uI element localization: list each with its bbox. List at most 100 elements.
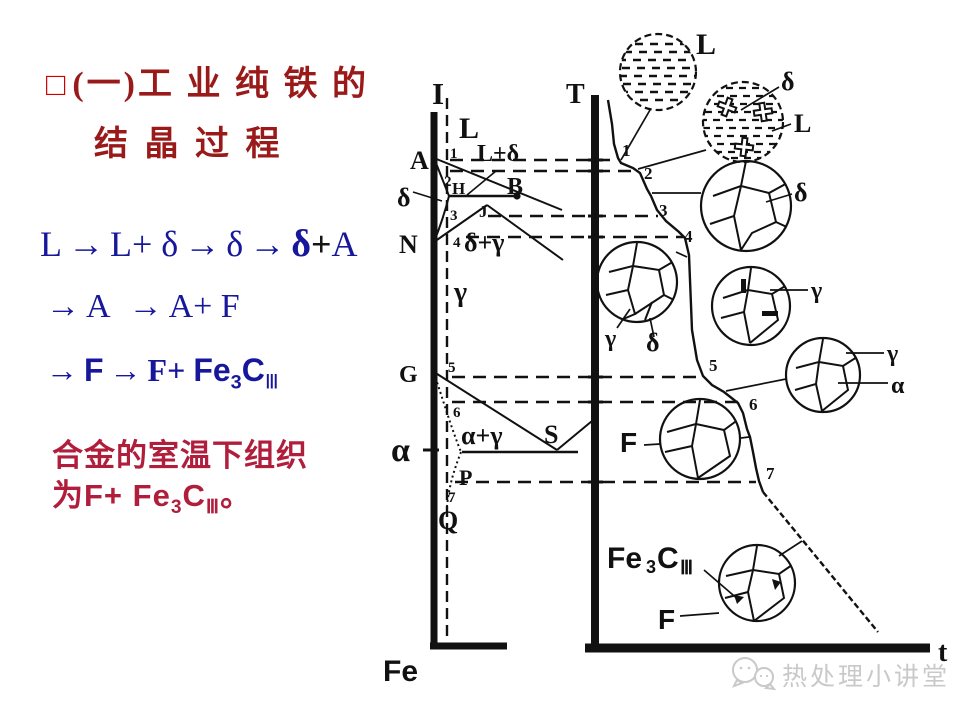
grain-lines-c4 [605,242,677,321]
micro-label-gamma5: γ [810,278,822,304]
pd-num-5: 5 [448,360,456,376]
micro-label-delta3: δ [794,178,808,207]
micro-label-L2: L [794,109,811,138]
seq3-F: F [84,352,104,388]
seq3-sub3: 3 [230,371,242,394]
micro-pointer-lines [616,86,888,617]
curve-num-1: 1 [622,141,631,160]
seq1-plus: + [310,224,332,264]
pointer-c8-F [679,612,720,617]
curve-num-7: 7 [766,464,775,483]
pointer-c1 [620,109,651,161]
micro-label-F8: F [658,604,675,635]
pd-num-1: 1 [450,146,458,162]
pd-num-4: 4 [453,235,461,251]
watermark: 热处理小讲堂 [731,657,950,691]
curve-num-5: 5 [709,356,718,375]
pd-num-2: 2 [444,174,452,190]
phase-boundaries [412,157,593,507]
micro-circle-F [658,397,742,481]
watermark-text: 热处理小讲堂 [782,663,950,691]
grain-lines-c8 [724,545,793,621]
fe3c-Fe: Fe [607,542,642,575]
pd-num-7: 7 [448,490,456,506]
title-text-2: 结 晶 过 程 [94,126,284,163]
seq3-C: C [241,352,265,388]
fe3c-particle [734,595,744,604]
micro-label-delta2: δ [781,67,795,96]
grain-lines-c7 [664,399,740,479]
curve-num-3: 3 [659,201,668,220]
seq2-AF: A+ F [168,288,240,325]
transformation-sequence-line2: →A→A+ F [40,288,240,326]
pointer-c8-curve [778,540,803,557]
alloy-I-label: I [432,76,444,111]
micro-circle-F-Fe3C [717,543,797,623]
slide-title-line2: 结 晶 过 程 [94,116,284,165]
arrow-icon: → [46,288,80,325]
point-P-label: P [459,465,472,490]
curve-num-2: 2 [644,164,653,183]
fe3c-III-label: Fe 3 C Ⅲ [607,542,693,579]
arrow-icon: → [128,288,163,325]
seq1-Ldelta: L+ δ [110,224,179,264]
pointer-c4-delta [649,317,655,338]
point-J-label: J [479,202,488,221]
micro-label-gamma4: γ [604,326,616,352]
point-N-label: N [399,230,418,259]
point-B-label: B [507,174,523,200]
phase-diagram-labels: I L A L+δ B H J δ N δ+γ γ G α+γ S α P Q … [383,76,558,688]
fe3c-C: C [657,542,679,575]
transformation-sequence-line1: L→L+ δ→δ→δ+A [40,222,357,266]
L-delta-pointer-line [466,170,497,196]
SE-line [556,420,593,451]
region-L-label: L [459,112,479,145]
micro-label-gamma6: γ [886,341,898,367]
curve-point-numbers: 1 2 3 4 5 6 7 [622,141,775,483]
arrow-icon: → [184,224,221,264]
delta-dendrite-crosses [716,96,774,158]
point-Q-label: Q [438,506,458,535]
fe3c-subIII: Ⅲ [680,558,693,579]
region-L-delta-label: L+δ [477,141,519,167]
cooling-curve-axes [585,95,930,653]
micro-label-F7: F [620,427,637,458]
T-axis-ticks [588,158,603,484]
seq2-A: A [86,288,111,325]
conclusion-line1: 合金的室温下组织 [52,430,308,475]
seq1-L: L [40,224,62,264]
region-alpha-label: α [391,432,410,469]
curve-num-4: 4 [684,227,693,246]
point-G-label: G [399,362,418,388]
delta-pointer-line [412,191,443,202]
JN-line [433,204,488,243]
pointer-c7 [740,436,750,439]
HN-line [433,195,450,243]
fe3c-particle [772,579,781,590]
transformation-sequence-line3: →F→F+ Fe3CⅢ [40,352,278,394]
grain-lines-c6 [794,338,858,412]
pointer-c4 [675,251,688,258]
micro-circle-L-delta [701,80,785,164]
cooling-curve-labels: T t 1 2 3 4 5 6 7 L δ L δ γ δ γ γ α F Fe [566,28,948,668]
conclusion-pre: 为F+ Fe [52,478,171,513]
conclusion-line2: 为F+ Fe3CⅢ。 [52,470,252,519]
grain-lines-c5 [720,267,788,344]
conclusion-C: C [182,478,206,513]
PQ-line [446,451,462,507]
chat-bubbles-icon [731,657,777,691]
tie-lines [450,158,756,484]
pd-num-3: 3 [450,208,458,224]
GP-line [433,372,462,453]
region-gamma-label: γ [453,277,467,308]
micro-label-alpha6: α [891,373,905,399]
micro-circle-gamma-alpha [784,336,862,414]
Fe-axis-label: Fe [383,655,418,688]
t-axis-label: t [938,637,948,668]
arrow-icon: → [46,352,78,388]
seq3-subIII: Ⅲ [264,371,279,394]
micro-label-delta4: δ [646,328,660,357]
title-text-1: (一)工 业 纯 铁 的 [72,66,369,103]
point-S-label: S [544,420,558,449]
